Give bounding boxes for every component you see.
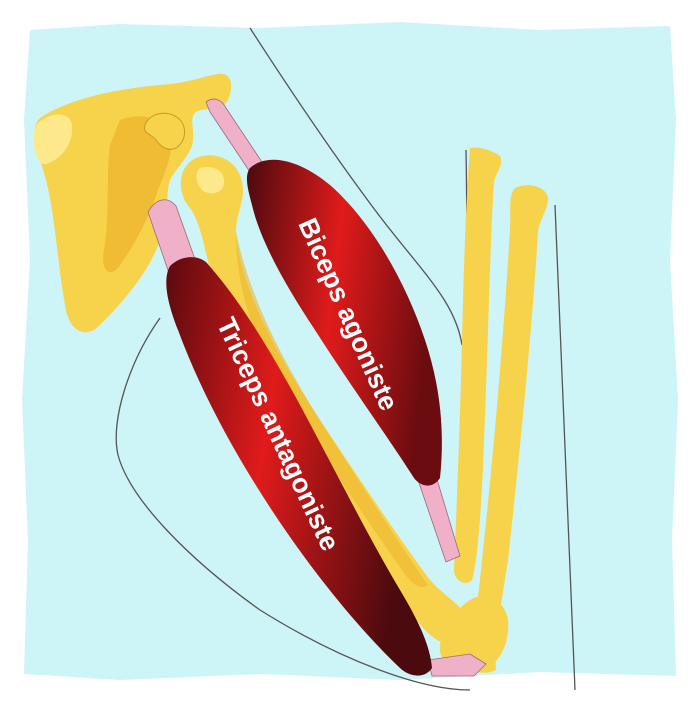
muscle-diagram: Biceps agoniste Triceps antagoniste xyxy=(0,0,697,701)
